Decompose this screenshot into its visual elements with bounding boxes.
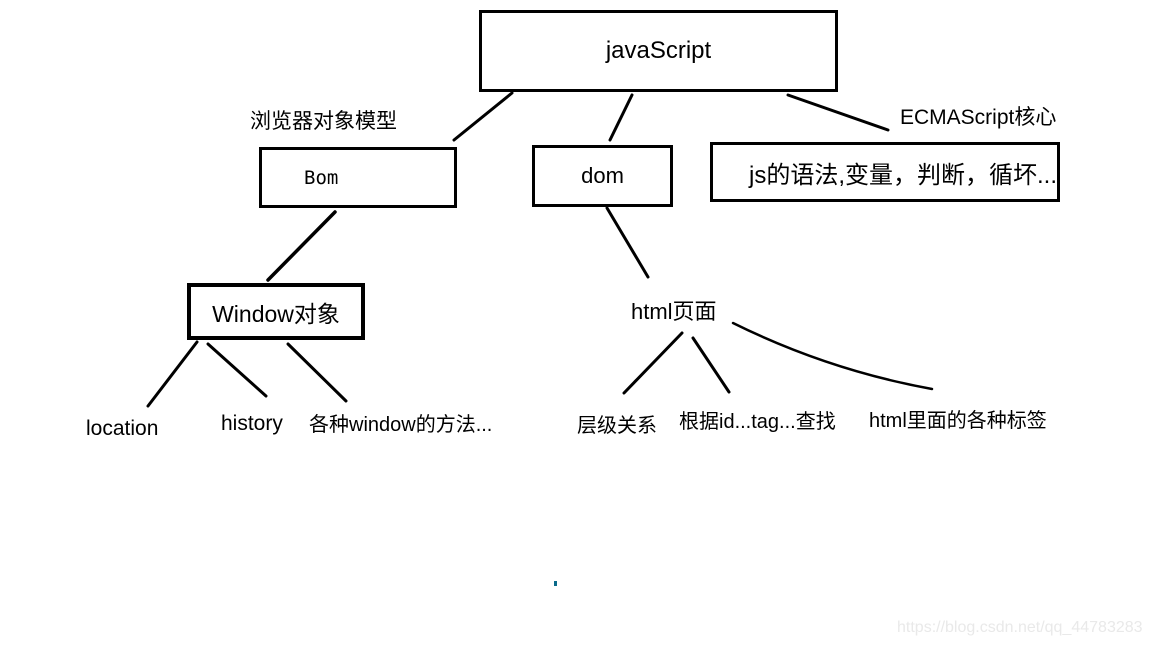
leaf-window-methods: 各种window的方法... (309, 414, 493, 436)
node-window-object: Window对象 (187, 283, 365, 340)
node-bom-label: Bom (304, 166, 339, 189)
connector-window-history (206, 342, 268, 398)
node-window-object-label: Window对象 (212, 300, 340, 327)
node-javascript-label: javaScript (605, 37, 712, 64)
connector-javascript-ecmascript (786, 93, 890, 132)
leaf-html-tags: html里面的各种标签 (869, 410, 1047, 432)
connector-window-location (146, 340, 199, 408)
caption-browser-object-model: 浏览器对象模型 (250, 110, 397, 133)
node-bom: Bom (259, 147, 457, 208)
leaf-hierarchy-relation: 层级关系 (577, 415, 657, 437)
node-js-syntax-label: js的语法,变量，判断，循坏... (749, 161, 1058, 189)
caption-ecmascript-core: ECMAScript核心 (900, 106, 1057, 129)
node-javascript: javaScript (479, 10, 838, 92)
connector-javascript-bom (452, 91, 514, 142)
connector-javascript-dom (608, 93, 634, 142)
node-js-syntax: js的语法,变量，判断，循坏... (710, 142, 1060, 202)
leaf-find-by-id-tag: 根据id...tag...查找 (679, 411, 836, 433)
stray-ink-dot (554, 581, 557, 586)
connector-bom-window (266, 210, 337, 282)
node-dom: dom (532, 145, 673, 207)
leaf-history: history (221, 412, 283, 435)
connector-htmlpage-hierarchy (622, 331, 684, 395)
csdn-watermark: https://blog.csdn.net/qq_44783283 (897, 619, 1143, 636)
leaf-location: location (86, 417, 159, 440)
connector-htmlpage-tags (731, 321, 934, 391)
connector-htmlpage-find (691, 336, 731, 394)
node-html-page: html页面 (631, 299, 717, 324)
connector-dom-htmlpage (605, 206, 650, 279)
connector-window-methods (286, 342, 348, 403)
node-dom-label: dom (581, 163, 624, 188)
